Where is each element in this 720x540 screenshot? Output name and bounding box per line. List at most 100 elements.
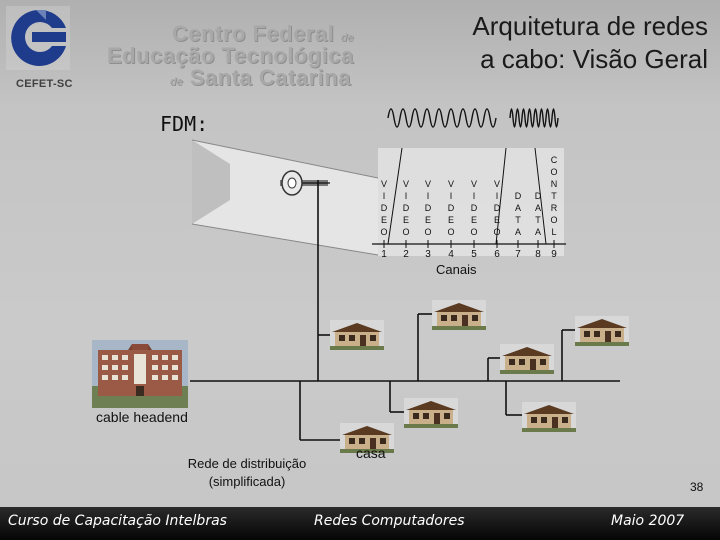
house-image-6 [522, 402, 576, 432]
headend-label: cable headend [96, 409, 188, 425]
channel-letter: I [472, 191, 476, 201]
channel-letter: V [424, 179, 431, 189]
channel-letter: V [380, 179, 387, 189]
logo-label: CEFET-SC [16, 78, 73, 90]
page-number: 38 [690, 480, 704, 494]
channel-letter: D [447, 203, 455, 213]
institution-line-1-small: de [340, 32, 355, 44]
footer-subject: Redes Computadores [314, 513, 465, 529]
title-line-1: Arquitetura de redes [472, 11, 708, 41]
channel-letter: D [534, 191, 542, 201]
house-image-2 [432, 300, 486, 330]
channel-letter: A [514, 227, 521, 237]
house-image-7 [340, 423, 394, 453]
channel-letter: I [382, 191, 386, 201]
zoom-cone-shade [192, 140, 230, 224]
house-image-4 [500, 344, 554, 374]
channel-letter: O [380, 227, 388, 237]
channel-letter: A [534, 203, 541, 213]
channel-number-1: 1 [381, 249, 387, 260]
channel-letter: I [426, 191, 430, 201]
channel-letter: D [380, 203, 388, 213]
channel-letter: O [424, 227, 432, 237]
channel-letter: E [493, 215, 500, 225]
channel-letter: T [515, 215, 521, 225]
channel-number-9: 9 [551, 249, 557, 260]
channel-number-8: 8 [535, 249, 541, 260]
channel-letter: E [447, 215, 454, 225]
institution-line-3: de Santa Catarina [170, 66, 351, 94]
footer-date: Maio 2007 [611, 513, 685, 529]
channel-letter: D [470, 203, 478, 213]
channel-letter: E [470, 215, 477, 225]
footer-course: Curso de Capacitação Intelbras [8, 513, 227, 529]
headend-building-image [92, 340, 188, 408]
channel-letter: I [449, 191, 453, 201]
house-image-3 [575, 316, 629, 346]
channel-letter: T [551, 191, 557, 201]
house-image-5 [404, 398, 458, 428]
channel-number-5: 5 [471, 249, 477, 260]
channel-number-7: 7 [515, 249, 521, 260]
spectrum-box [378, 148, 564, 256]
channel-number-6: 6 [494, 249, 500, 260]
channel-letter: C [550, 155, 558, 165]
channel-letter: O [447, 227, 455, 237]
channel-number-3: 3 [425, 249, 431, 260]
waveform-high-frequency [509, 108, 559, 128]
cefet-logo [6, 6, 70, 70]
channel-letter: O [402, 227, 410, 237]
channel-letter: O [550, 215, 558, 225]
house-image-1 [330, 320, 384, 350]
institution-line-1: Centro Federal de [172, 22, 354, 50]
channel-letter: D [402, 203, 410, 213]
channel-letter: T [535, 215, 541, 225]
distribution-network-label: Rede de distribuição (simplificada) [172, 455, 322, 491]
channel-letter: E [402, 215, 409, 225]
channel-letter: R [550, 203, 558, 213]
channel-letter: D [493, 203, 501, 213]
channel-letter: I [495, 191, 499, 201]
channel-number-4: 4 [448, 249, 454, 260]
institution-line-2: Educação Tecnológica [107, 43, 354, 68]
distribution-label-line-1: Rede de distribuição [187, 456, 307, 471]
channel-letter: N [550, 179, 558, 189]
channel-letter: V [470, 179, 477, 189]
channel-number-2: 2 [403, 249, 409, 260]
channel-letter: A [514, 203, 521, 213]
channel-letter: V [447, 179, 454, 189]
slide-title: Arquitetura de redes a cabo: Visão Geral [472, 10, 708, 76]
institution-line-1-text: Centro Federal [172, 21, 335, 46]
channel-letter: V [493, 179, 500, 189]
channel-letter: I [404, 191, 408, 201]
channel-letter: L [551, 227, 557, 237]
footer-bar [0, 507, 720, 540]
fdm-label: FDM: [160, 112, 209, 136]
home-label: casa [356, 445, 386, 461]
channel-letter: V [402, 179, 409, 189]
waveform-low-frequency [387, 108, 497, 128]
channel-letter: D [514, 191, 522, 201]
channel-letter: E [424, 215, 431, 225]
channel-letter: O [493, 227, 501, 237]
institution-line-3-small: de [170, 76, 184, 88]
institution-line-3-text: Santa Catarina [189, 65, 351, 90]
distribution-label-line-2: (simplificada) [208, 474, 286, 489]
channel-letter: E [380, 215, 387, 225]
channel-letter: O [550, 167, 558, 177]
channels-caption: Canais [436, 262, 477, 277]
channel-letter: O [470, 227, 478, 237]
channel-letter: D [424, 203, 432, 213]
channel-letter: A [534, 227, 541, 237]
title-line-2: a cabo: Visão Geral [480, 44, 708, 74]
